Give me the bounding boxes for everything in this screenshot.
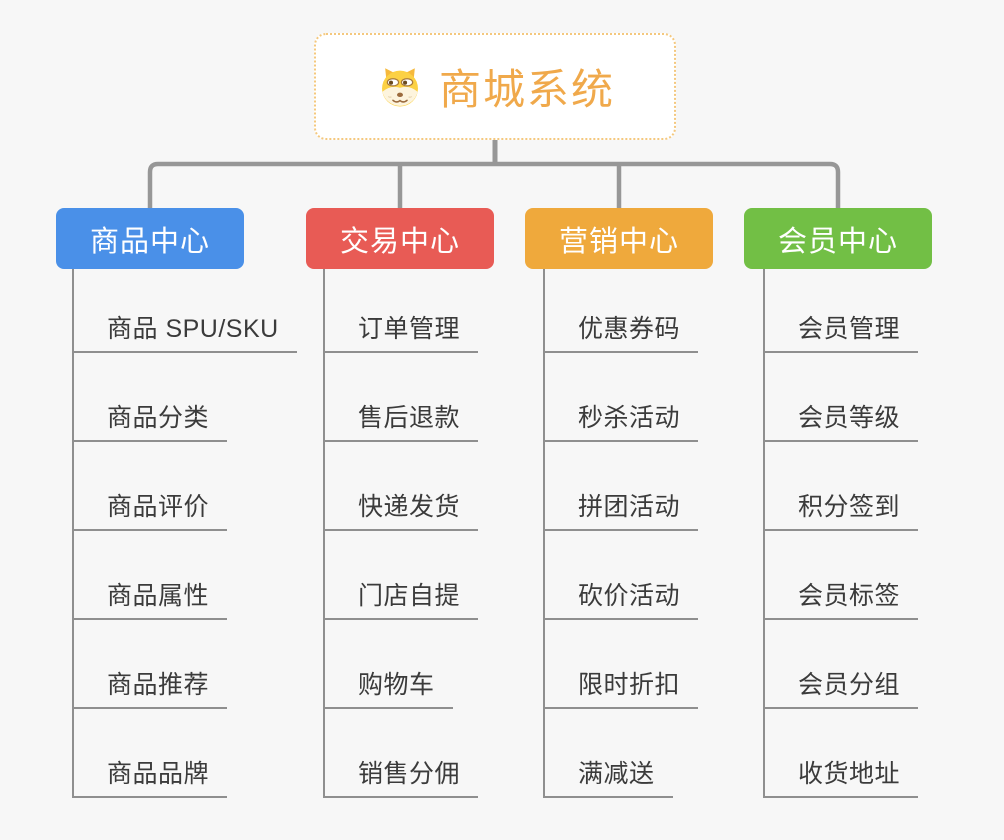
- leaf-node[interactable]: 销售分佣: [325, 709, 479, 798]
- leaf-node[interactable]: 商品评价: [74, 442, 228, 531]
- branch-node-member-center[interactable]: 会员中心: [744, 208, 932, 269]
- shiba-dog-icon: [382, 67, 418, 107]
- leaf-node[interactable]: 商品品牌: [74, 709, 228, 798]
- leaf-list-product-center: 商品 SPU/SKU 商品分类 商品评价 商品属性 商品推荐 商品品牌: [72, 269, 297, 798]
- leaf-node[interactable]: 拼团活动: [545, 442, 699, 531]
- branch-node-marketing-center[interactable]: 营销中心: [525, 208, 713, 269]
- leaf-node[interactable]: 收货地址: [765, 709, 919, 798]
- root-node-mall-system[interactable]: 商城系统: [314, 33, 676, 140]
- leaf-node[interactable]: 满减送: [545, 709, 673, 798]
- branch-label: 商品中心: [89, 225, 210, 258]
- root-node-title: 商城系统: [438, 66, 615, 113]
- leaf-node[interactable]: 积分签到: [765, 442, 919, 531]
- leaf-node[interactable]: 优惠券码: [545, 269, 699, 353]
- leaf-node[interactable]: 商品推荐: [74, 620, 228, 709]
- leaf-node[interactable]: 会员等级: [765, 353, 919, 442]
- leaf-node[interactable]: 商品 SPU/SKU: [74, 269, 297, 353]
- leaf-node[interactable]: 砍价活动: [545, 531, 699, 620]
- branch-label: 营销中心: [558, 225, 679, 258]
- leaf-node[interactable]: 快递发货: [325, 442, 479, 531]
- branch-node-product-center[interactable]: 商品中心: [56, 208, 244, 269]
- leaf-node[interactable]: 商品属性: [74, 531, 228, 620]
- branch-label: 交易中心: [339, 225, 460, 258]
- leaf-node[interactable]: 门店自提: [325, 531, 479, 620]
- leaf-node[interactable]: 会员标签: [765, 531, 919, 620]
- leaf-list-marketing-center: 优惠券码 秒杀活动 拼团活动 砍价活动 限时折扣 满减送: [543, 269, 699, 798]
- leaf-node[interactable]: 会员分组: [765, 620, 919, 709]
- leaf-node[interactable]: 秒杀活动: [545, 353, 699, 442]
- leaf-node[interactable]: 商品分类: [74, 353, 228, 442]
- leaf-node[interactable]: 售后退款: [325, 353, 479, 442]
- leaf-node[interactable]: 购物车: [325, 620, 453, 709]
- leaf-list-trade-center: 订单管理 售后退款 快递发货 门店自提 购物车 销售分佣: [323, 269, 479, 798]
- leaf-node[interactable]: 会员管理: [765, 269, 919, 353]
- leaf-node[interactable]: 限时折扣: [545, 620, 699, 709]
- leaf-list-member-center: 会员管理 会员等级 积分签到 会员标签 会员分组 收货地址: [763, 269, 919, 798]
- leaf-node[interactable]: 订单管理: [325, 269, 479, 353]
- branch-node-trade-center[interactable]: 交易中心: [306, 208, 494, 269]
- branch-label: 会员中心: [777, 225, 898, 258]
